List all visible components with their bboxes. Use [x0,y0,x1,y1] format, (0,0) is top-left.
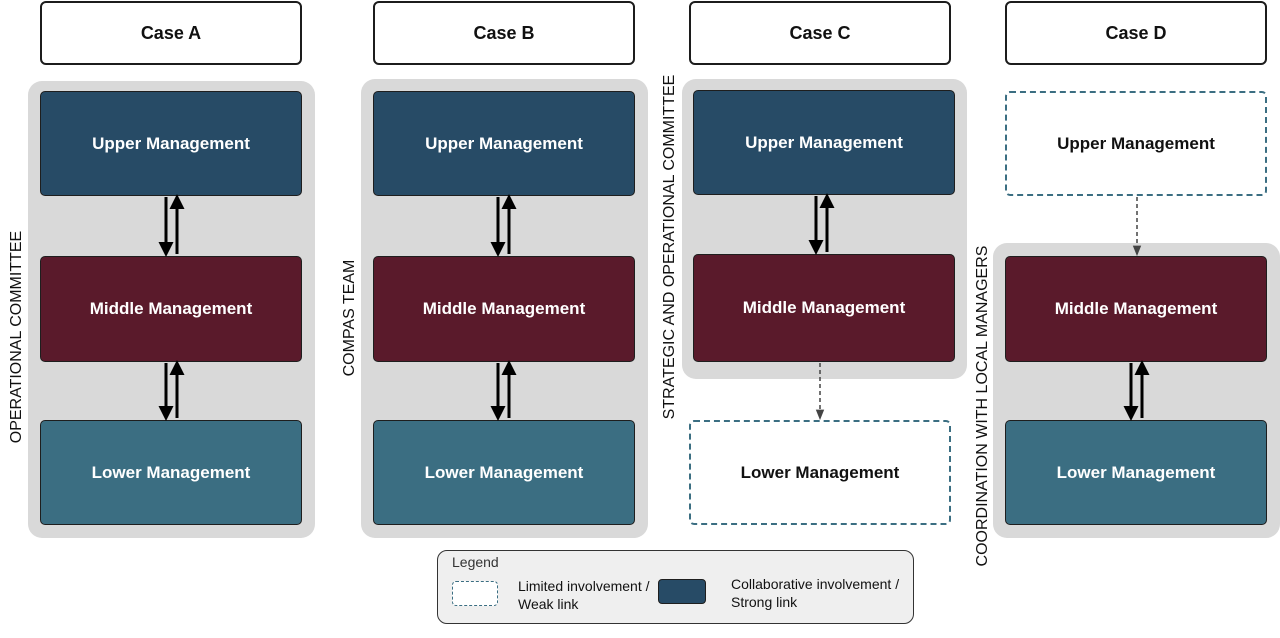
case-d-upper-management: Upper Management [1005,91,1267,196]
case-d-lower-management: Lower Management [1005,420,1267,525]
case-a-lower-management: Lower Management [40,420,302,525]
legend-weak-text-line2: Weak link [518,596,579,612]
case-a-middle-management: Middle Management [40,256,302,362]
case-b-middle-management: Middle Management [373,256,635,362]
case-b-lower-management: Lower Management [373,420,635,525]
case-d-middle-management: Middle Management [1005,256,1267,362]
legend-strong-text-line1: Collaborative involvement / [731,576,900,592]
case-b-header: Case B [373,1,635,65]
legend-strong-swatch [658,579,706,604]
case-c-header: Case C [689,1,951,65]
case-d-header: Case D [1005,1,1267,65]
legend-weak-text-line1: Limited involvement / [518,578,650,594]
legend-weak-swatch [452,581,498,606]
case-c-lower-management: Lower Management [689,420,951,525]
legend-title: Legend [452,554,499,570]
case-c-upper-management: Upper Management [693,90,955,195]
legend-strong-text-line2: Strong link [731,594,798,610]
case-b-upper-management: Upper Management [373,91,635,196]
case-a-header: Case A [40,1,302,65]
case-a-upper-management: Upper Management [40,91,302,196]
legend: Legend Limited involvement / Weak link C… [437,550,914,624]
case-c-middle-management: Middle Management [693,254,955,362]
